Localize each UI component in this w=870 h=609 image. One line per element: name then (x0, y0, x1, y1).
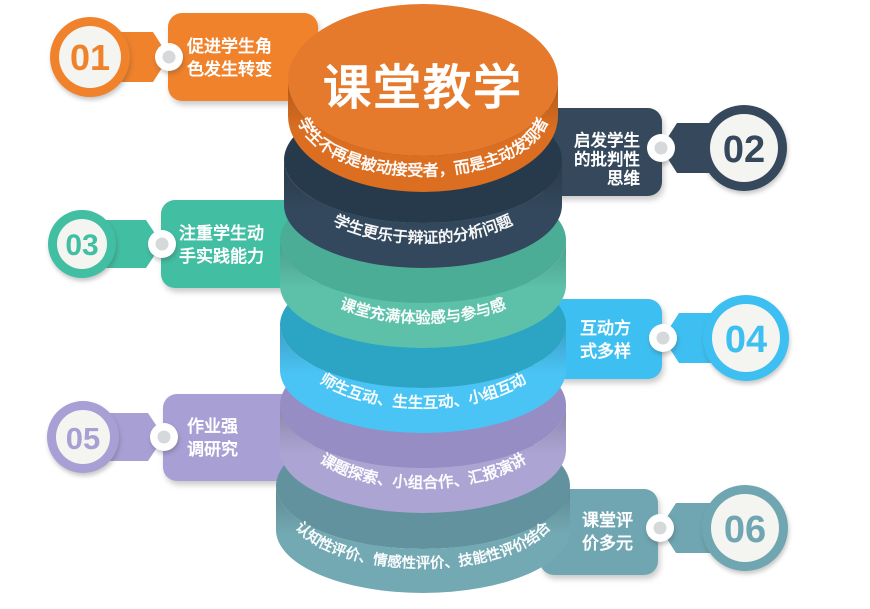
disk-1-top (288, 4, 558, 156)
disk-4-shade (280, 325, 566, 433)
item-03-pin-hole (155, 237, 169, 251)
item-04-label: 互动方 式多样 (580, 318, 631, 361)
item-01-label-box (168, 13, 318, 101)
item-01-number: 01 (70, 37, 110, 78)
item-02-badge-face (710, 114, 778, 182)
item-05-pin (150, 423, 178, 451)
item-04-pin (649, 324, 677, 352)
disk-2-shade (284, 160, 562, 268)
item-03-label-box (161, 200, 305, 288)
page-title: 课堂教学 (323, 62, 523, 115)
item-04-label-box (542, 299, 662, 379)
item-02-badge: 02 (701, 105, 787, 191)
item-04-badge: 04 (703, 295, 789, 381)
item-02-number: 02 (723, 129, 765, 171)
item-03-number: 03 (65, 229, 98, 262)
disk-5-shade (280, 405, 566, 513)
item-05-number: 05 (66, 421, 100, 456)
item-01-label-line-1: 促进学生角 (186, 36, 272, 56)
item-03-pin (148, 230, 176, 258)
item-03-badge-face (57, 219, 107, 269)
item-05-badge: 05 (47, 401, 119, 473)
disk-1 (288, 4, 558, 192)
item-04-pin-hole (656, 331, 670, 345)
item-03-label-line-2: 手实践能力 (179, 246, 264, 266)
disk-6-shade (276, 486, 570, 593)
item-01-pin-hole (162, 50, 176, 64)
item-04-label-line-2: 式多样 (580, 341, 631, 361)
item-02-label-line-3: 思维 (607, 168, 641, 188)
item-01-label-line-2: 色发生转变 (187, 59, 272, 79)
item-01-badge-face (59, 26, 121, 88)
item-02-label-box (540, 108, 662, 196)
item-03-badge: 03 (48, 210, 116, 278)
item-01-badge: 01 (50, 17, 130, 97)
item-03-label: 注重学生动 手实践能力 (179, 223, 264, 266)
item-06-label-line-1: 课堂评 (582, 510, 633, 530)
item-06-pin-hole (653, 521, 667, 535)
item-03-label-line-1: 注重学生动 (179, 223, 264, 243)
item-04-badge-face (712, 304, 780, 372)
item-06-label-line-2: 价多元 (582, 533, 633, 553)
item-05-label-line-2: 调研究 (187, 439, 238, 459)
item-04-number: 04 (725, 319, 767, 361)
item-02-pin (647, 134, 675, 162)
item-05-label: 作业强 调研究 (187, 416, 238, 459)
item-05-badge-face (56, 410, 110, 464)
item-06-pin (646, 514, 674, 542)
item-05-label-line-1: 作业强 (187, 416, 238, 436)
item-06-badge-face (711, 494, 779, 562)
item-02-pin-hole (654, 141, 668, 155)
item-02-label-line-1: 启发学生 (574, 130, 640, 150)
item-02-label: 启发学生 的批判性 思维 (574, 130, 641, 188)
item-02-label-line-2: 的批判性 (574, 149, 640, 169)
item-06-label: 课堂评 价多元 (582, 510, 633, 553)
item-06-badge: 06 (702, 485, 788, 571)
item-05-label-box (163, 394, 305, 481)
item-04-label-line-1: 互动方 (580, 318, 631, 338)
disk-3-shade (280, 240, 566, 348)
item-06-number: 06 (724, 509, 766, 551)
item-01-pin (155, 43, 183, 71)
item-05-pin-hole (157, 430, 171, 444)
disk-1-shade (288, 80, 558, 192)
item-01-label: 促进学生角 色发生转变 (186, 36, 272, 79)
